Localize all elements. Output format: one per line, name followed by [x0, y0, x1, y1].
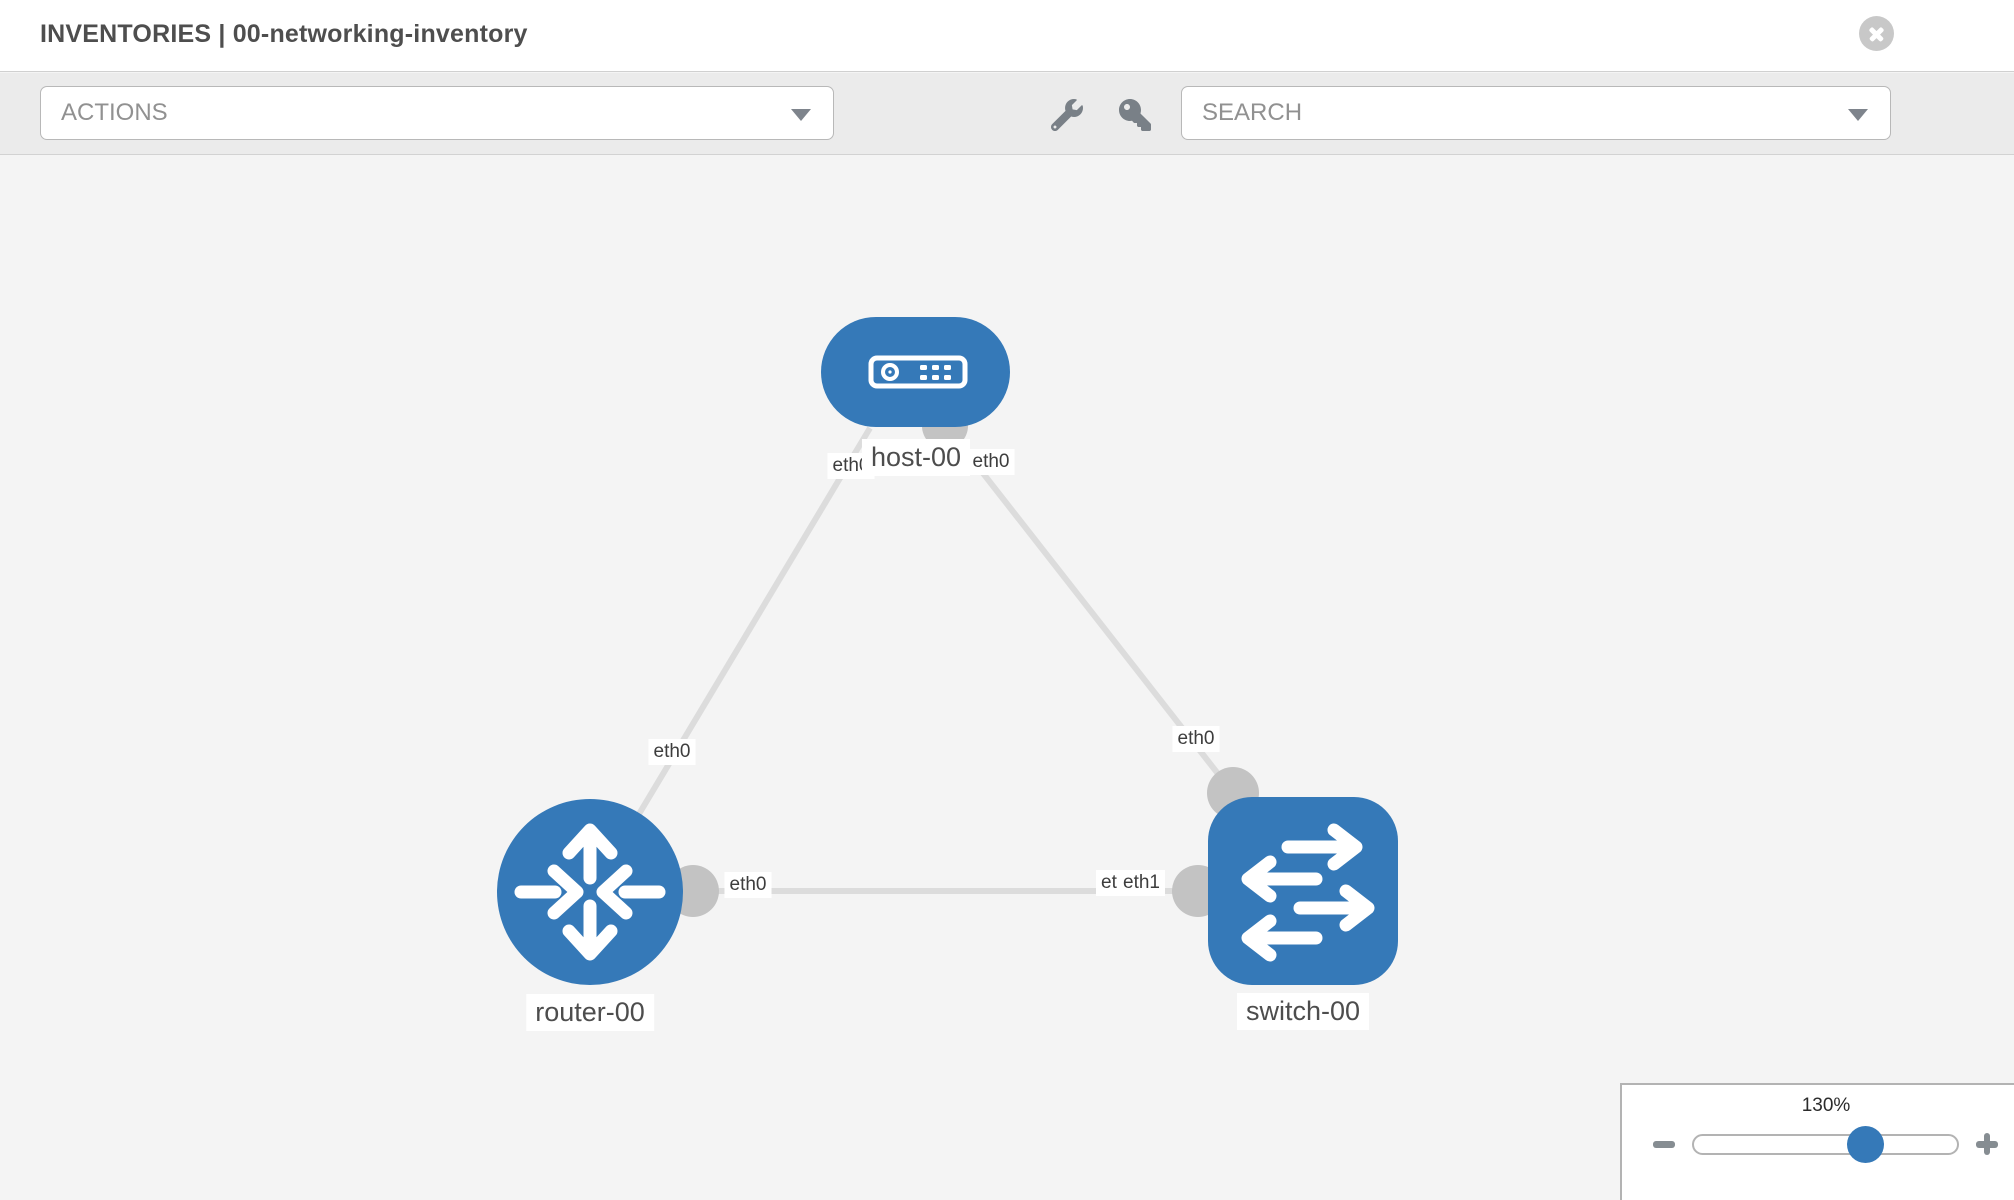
node-switch[interactable] [1208, 797, 1398, 985]
zoom-slider-handle[interactable] [1847, 1126, 1884, 1163]
node-label-host: host-00 [861, 439, 971, 476]
links-layer [636, 403, 1259, 917]
actions-dropdown-label: ACTIONS [61, 99, 168, 126]
zoom-out-button[interactable] [1649, 1129, 1679, 1159]
toolbar: ACTIONS SEARCH [0, 73, 2014, 155]
interface-label-host-right: eth0 [967, 449, 1015, 475]
header: INVENTORIES | 00-networking-inventory [0, 0, 2014, 72]
chevron-down-icon [1848, 109, 1868, 121]
search-placeholder: SEARCH [1202, 99, 1303, 126]
node-host[interactable] [821, 317, 1010, 427]
wrench-icon[interactable] [1050, 99, 1083, 132]
node-router[interactable] [497, 799, 683, 985]
chevron-down-icon [791, 109, 811, 121]
minus-icon [1653, 1141, 1675, 1148]
zoom-percent-label: 130% [1801, 1095, 1851, 1116]
node-label-switch: switch-00 [1236, 993, 1370, 1030]
zoom-in-button[interactable] [1972, 1129, 2002, 1159]
interface-label-switch-front: eth1 [1118, 870, 1165, 896]
host-icon [868, 355, 968, 389]
interface-label-switch-to-host: eth0 [1172, 726, 1220, 752]
interface-label-router-to-switch: eth0 [724, 872, 772, 898]
search-dropdown[interactable]: SEARCH [1181, 86, 1891, 140]
actions-dropdown[interactable]: ACTIONS [40, 86, 834, 140]
interface-label-router-to-host: eth0 [648, 739, 696, 765]
close-button[interactable] [1859, 16, 1894, 51]
switch-icon [1241, 823, 1375, 962]
router-icon [514, 823, 666, 961]
topology-canvas[interactable]: eth0 eth0 eth0 eth0 eth0 eth0 eth1 host-… [0, 156, 2014, 1200]
key-icon[interactable] [1119, 99, 1151, 131]
zoom-panel: 130% [1620, 1083, 2014, 1200]
zoom-slider-track[interactable] [1692, 1134, 1959, 1155]
page-title: INVENTORIES | 00-networking-inventory [40, 20, 528, 48]
node-label-router: router-00 [526, 994, 654, 1031]
